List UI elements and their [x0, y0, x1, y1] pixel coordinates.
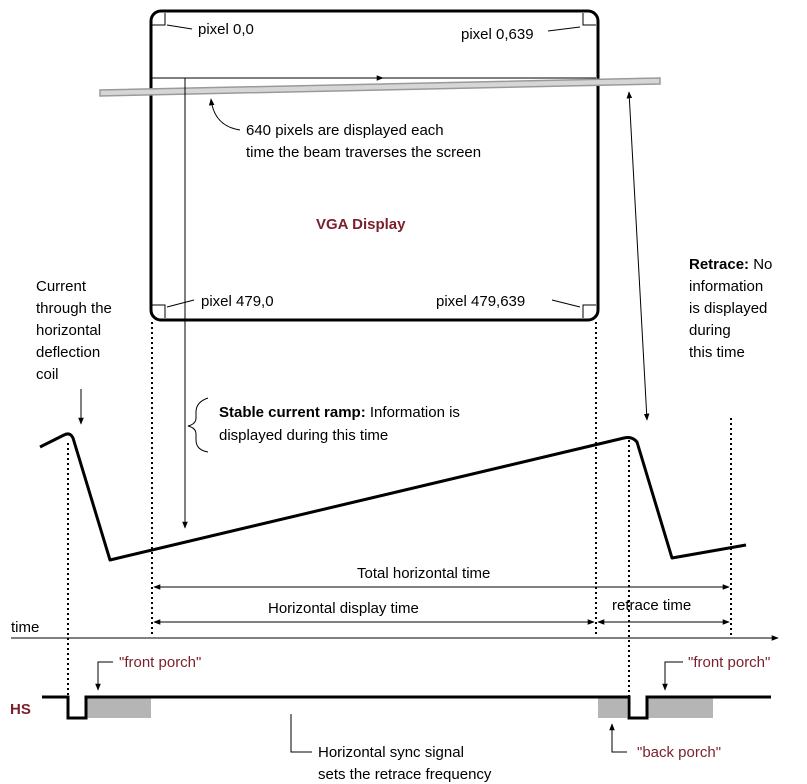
front-porch-left-label: "front porch": [119, 654, 201, 671]
retrace-line3: is displayed: [689, 300, 767, 317]
ramp-note-line2: displayed during this time: [219, 427, 388, 444]
total-time-label: Total horizontal time: [357, 565, 490, 582]
timing-guides: [67, 322, 732, 718]
current-line1: Current: [36, 278, 87, 295]
ramp-brace: [187, 397, 209, 453]
current-line3: horizontal: [36, 322, 101, 339]
current-note: Current through the horizontal deflectio…: [36, 278, 112, 383]
hs-label: HS: [10, 701, 31, 718]
front-porch-right-pointer: [662, 661, 683, 691]
retrace-arrow: [626, 91, 650, 421]
pixels-callout-line: [208, 98, 241, 131]
ramp-note-line1: Stable current ramp: Information is: [219, 404, 460, 421]
electron-beam: [99, 77, 661, 97]
front-porch-left: [86, 697, 151, 718]
pixel-0-0-label: pixel 0,0: [198, 21, 254, 38]
corner-markers: [152, 13, 596, 318]
retrace-line2: information: [689, 278, 763, 295]
retrace-time-label: retrace time: [612, 597, 691, 614]
vga-screen-frame: [149, 9, 600, 322]
sync-note-line2: sets the retrace frequency: [318, 766, 492, 783]
pixels-note-line1: 640 pixels are displayed each: [246, 122, 444, 139]
ramp-rest: Information is: [366, 404, 460, 421]
back-porch: [598, 697, 627, 718]
current-line2: through the: [36, 300, 112, 317]
retrace-line4: during: [689, 322, 731, 339]
deflection-current-waveform: [39, 432, 747, 562]
pixel-479-639-label: pixel 479,639: [436, 293, 525, 310]
ramp-bold: Stable current ramp:: [219, 404, 366, 421]
pixel-0-639-label: pixel 0,639: [461, 26, 534, 43]
pixel-479-0-label: pixel 479,0: [201, 293, 274, 310]
svg-text:Retrace: No: Retrace: No: [689, 256, 772, 273]
sync-note-pointer: [290, 714, 312, 753]
hs-sync-signal: [42, 695, 771, 720]
retrace-note: Retrace: No information is displayed dur…: [689, 256, 772, 361]
front-porch-right: [647, 697, 713, 718]
current-line4: deflection: [36, 344, 100, 361]
time-axis-label: time: [11, 619, 39, 636]
back-porch-label: "back porch": [637, 744, 721, 761]
sync-note-line1: Horizontal sync signal: [318, 744, 464, 761]
display-time-label: Horizontal display time: [268, 600, 419, 617]
retrace-line1: No: [749, 256, 772, 273]
front-porch-right-label: "front porch": [688, 654, 770, 671]
retrace-line5: this time: [689, 344, 745, 361]
retrace-bold: Retrace:: [689, 256, 749, 273]
back-porch-pointer: [609, 723, 627, 753]
pixels-note-line2: time the beam traverses the screen: [246, 144, 481, 161]
front-porch-left-pointer: [95, 661, 113, 691]
vga-display-title: VGA Display: [316, 216, 406, 233]
current-line5: coil: [36, 366, 59, 383]
